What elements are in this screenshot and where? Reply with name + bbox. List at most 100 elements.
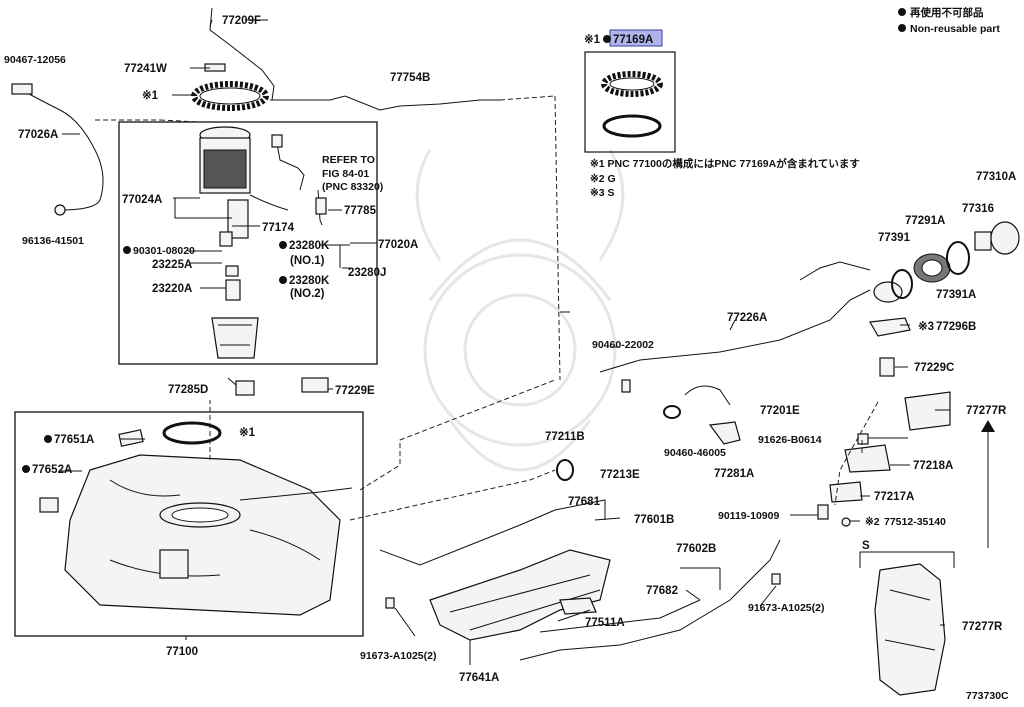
label-77285D[interactable]: 77285D (168, 384, 208, 396)
label-77026A[interactable]: 77026A (18, 129, 58, 141)
hose-77213 (684, 385, 731, 406)
leader-lines-top (95, 95, 561, 381)
label-77229E[interactable]: 77229E (335, 385, 375, 397)
label-77754B[interactable]: 77754B (390, 72, 430, 84)
label-77024A[interactable]: 77024A (122, 194, 162, 206)
pump-assembly (199, 126, 259, 359)
label-23220A[interactable]: 23220A (152, 283, 192, 295)
label-77174[interactable]: 77174 (262, 222, 295, 234)
label-77601B[interactable]: 77601B (634, 514, 674, 526)
label-77100[interactable]: 77100 (166, 646, 198, 658)
label-91673-a[interactable]: 91673-A1025(2) (360, 650, 436, 662)
protector-77511A (559, 597, 597, 615)
bolt-90119 (817, 504, 829, 520)
label-23280K-2[interactable]: 23280K (289, 275, 330, 287)
hose-77026A (17, 87, 104, 211)
cover-77277R (904, 391, 951, 431)
label-90460-46005[interactable]: 90460-46005 (664, 447, 726, 459)
label-77512-35140[interactable]: 77512-35140 (884, 516, 946, 528)
leader-lines (60, 19, 950, 665)
footnote-3: ※3 S (590, 187, 615, 199)
label-77291A[interactable]: 77291A (905, 215, 945, 227)
label-77296B[interactable]: 77296B (936, 321, 976, 333)
label-77310A[interactable]: 77310A (976, 171, 1016, 183)
bracket-77281A (708, 421, 741, 445)
label-77209F[interactable]: 77209F (222, 15, 261, 27)
label-77277R-a[interactable]: 77277R (966, 405, 1007, 417)
bracket-77218A (844, 444, 891, 473)
label-77391A[interactable]: 77391A (936, 289, 976, 301)
label-77201E[interactable]: 77201E (760, 405, 800, 417)
nonreusable-dot-icon (123, 246, 131, 254)
gasket-77391A (946, 241, 970, 275)
nonreusable-dot-icon (279, 276, 287, 284)
inset-77169A-box (584, 51, 676, 153)
detail-s-label: S (862, 540, 870, 552)
label-91673-b[interactable]: 91673-A1025(2) (748, 602, 824, 614)
strap-77601B (379, 509, 556, 566)
label-77316[interactable]: 77316 (962, 203, 994, 215)
label-77169A[interactable]: 77169A (613, 34, 653, 46)
clip-77229E (301, 377, 329, 393)
footnote-2: ※2 G (590, 173, 616, 185)
breather-line (799, 261, 871, 281)
label-77641A[interactable]: 77641A (459, 672, 499, 684)
figure-code: 773730C (966, 690, 1009, 702)
bolt-91673-a (385, 597, 395, 609)
label-90119-10909[interactable]: 90119-10909 (718, 510, 779, 522)
label-91626-B0614[interactable]: 91626-B0614 (758, 434, 822, 446)
label-90467-12056[interactable]: 90467-12056 (4, 54, 66, 66)
label-90301-08020[interactable]: 90301-08020 (133, 245, 195, 257)
label-77281A[interactable]: 77281A (714, 468, 754, 480)
vent-tube-77754B (270, 95, 500, 111)
label-77651A[interactable]: 77651A (54, 434, 94, 446)
nonreusable-dot-icon (44, 435, 52, 443)
label-77512-mark: ※2 (865, 516, 880, 528)
label-77211B[interactable]: 77211B (545, 431, 585, 443)
label-23280K-1[interactable]: 23280K (289, 240, 330, 252)
label-77511A[interactable]: 77511A (585, 617, 625, 629)
label-23225A[interactable]: 23225A (152, 259, 192, 271)
label-77213E[interactable]: 77213E (600, 469, 640, 481)
label-77391[interactable]: 77391 (878, 232, 911, 244)
clamp-96136 (54, 204, 66, 216)
nonreusable-dot-icon (22, 465, 30, 473)
gasket-ring (162, 421, 222, 445)
label-77241W[interactable]: 77241W (124, 63, 167, 75)
nonreusable-dot-icon (603, 35, 611, 43)
pad-77652A (39, 497, 59, 513)
refer-line2: FIG 84-01 (322, 168, 369, 180)
label-note1-b: ※1 (584, 33, 601, 46)
watermark-emblem (415, 149, 625, 472)
label-77218A[interactable]: 77218A (913, 460, 953, 472)
label-77020A[interactable]: 77020A (378, 239, 418, 251)
label-77277R-b[interactable]: 77277R (962, 621, 1003, 633)
label-96136-41501[interactable]: 96136-41501 (22, 235, 84, 247)
leader-lines-tank (209, 379, 556, 521)
legend: 再使用不可部品 Non-reusable part (898, 6, 1000, 35)
bolt-91673-b (771, 573, 781, 585)
legend-jp: 再使用不可部品 (910, 6, 984, 19)
label-77785[interactable]: 77785 (344, 205, 377, 217)
label-77652A[interactable]: 77652A (32, 464, 72, 476)
footnote-1: ※1 PNC 77100の構成にはPNC 77169Aが含まれています (590, 157, 860, 170)
label-note1-a: ※1 (142, 89, 159, 102)
cover-77277R-s (874, 563, 946, 696)
label-77682[interactable]: 77682 (646, 585, 678, 597)
label-77226A[interactable]: 77226A (727, 312, 767, 324)
strap-77602B (519, 539, 781, 661)
label-23280J[interactable]: 23280J (348, 267, 386, 279)
bracket-77217A (829, 481, 863, 503)
label-77229C[interactable]: 77229C (914, 362, 954, 374)
label-77217A[interactable]: 77217A (874, 491, 914, 503)
label-90460-22002[interactable]: 90460-22002 (592, 339, 654, 351)
clamp-90467 (11, 83, 33, 95)
lock-ring (191, 81, 269, 111)
leader-lines-right (834, 401, 879, 506)
label-77681[interactable]: 77681 (568, 496, 601, 508)
label-77602B[interactable]: 77602B (676, 543, 716, 555)
clamp-90460-46005 (663, 405, 681, 419)
clamp-77211B (556, 459, 574, 481)
